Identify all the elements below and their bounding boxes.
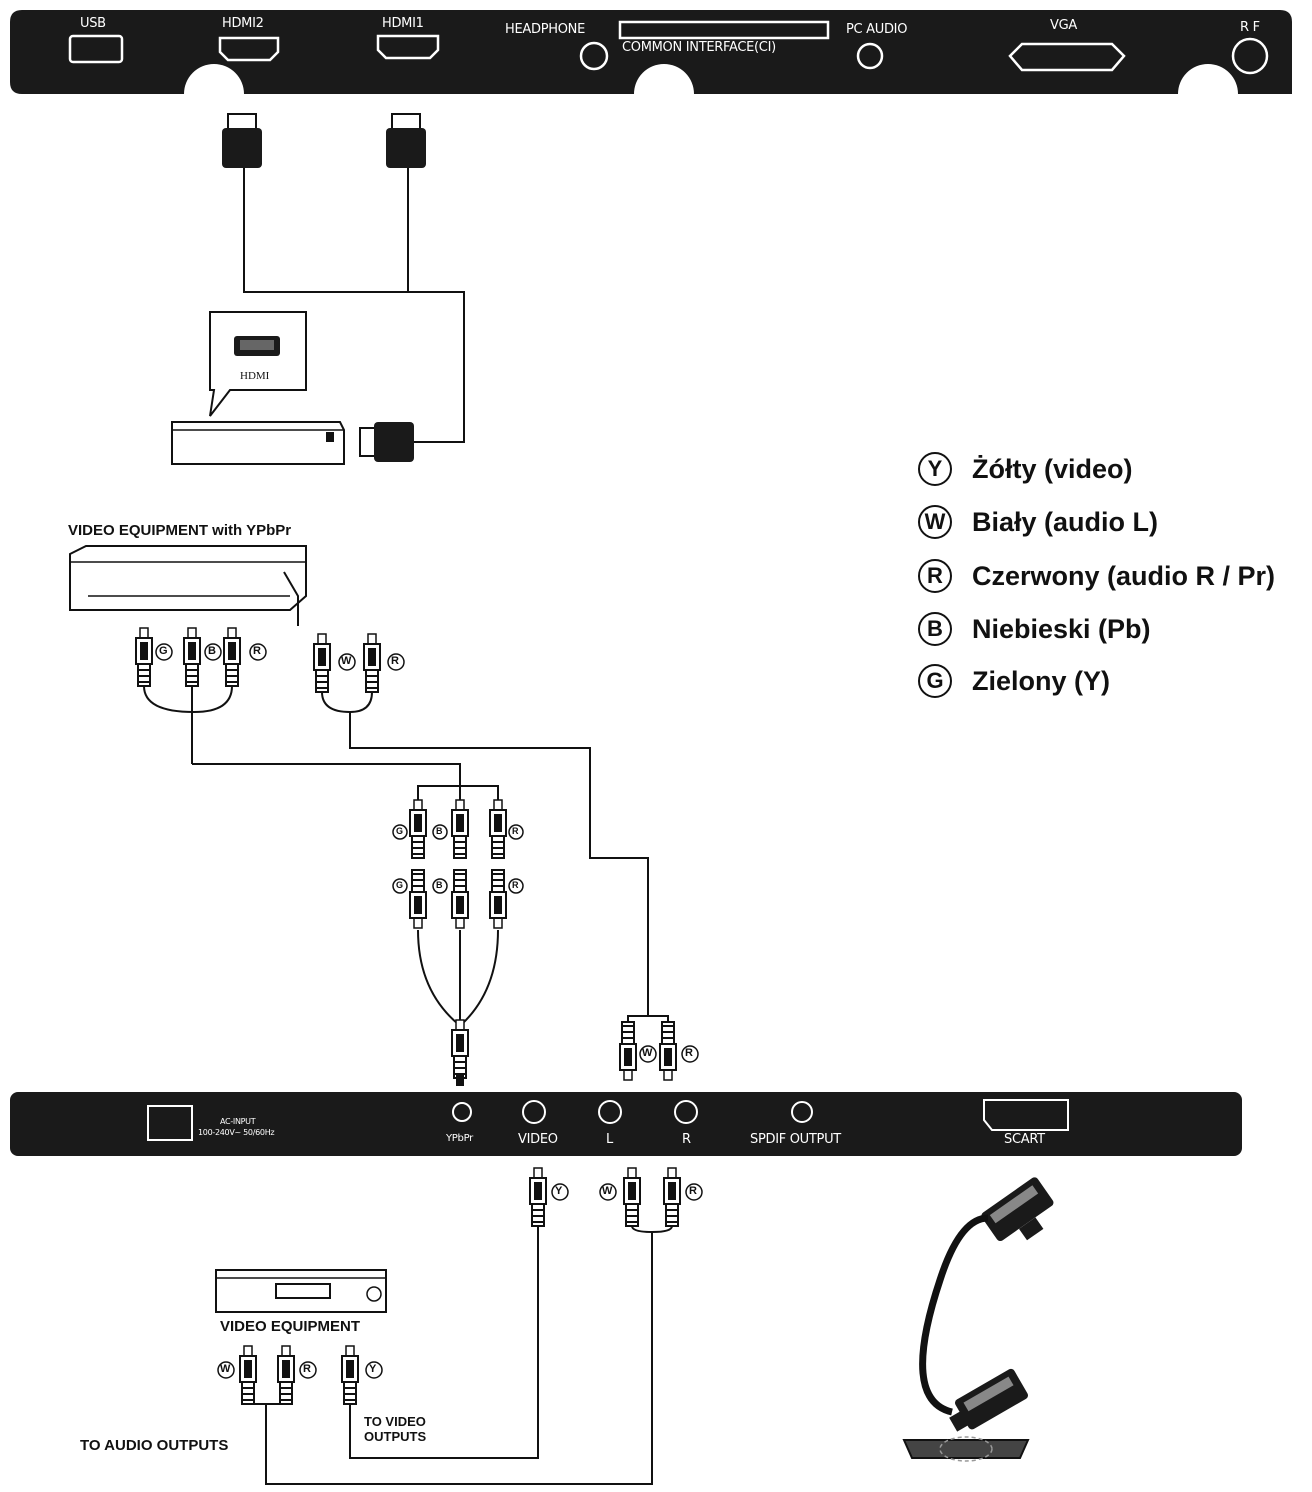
l-label: L: [606, 1132, 613, 1147]
mark-w: W: [341, 655, 352, 667]
hdmi1-port: [376, 34, 440, 60]
legend-marker-r: R: [918, 559, 952, 593]
ci-label: COMMON INTERFACE(CI): [622, 40, 776, 55]
legend-label-blue: Niebieski (Pb): [972, 613, 1151, 644]
scart-label: SCART: [1004, 1132, 1045, 1147]
video-equipment-title: VIDEO EQUIPMENT: [220, 1318, 361, 1335]
mark-w: W: [642, 1047, 653, 1059]
hdmi-callout-label: HDMI: [240, 370, 270, 382]
legend-item-yellow: Y Żółty (video): [918, 452, 1133, 486]
lower-av-plugs: [265, 1167, 681, 1485]
ypbpr-jack: [452, 1102, 472, 1122]
r-label: R: [682, 1132, 691, 1147]
hdmi2-port: [218, 36, 280, 62]
ypbpr-label: YPbPr: [446, 1133, 473, 1144]
ypbpr-equipment-title: VIDEO EQUIPMENT with YPbPr: [68, 522, 292, 539]
audio-input-plugs: [619, 1015, 677, 1081]
ac-input-socket: [147, 1105, 193, 1141]
mark-w: W: [220, 1363, 231, 1375]
pc-audio-jack: [856, 42, 884, 70]
legend-label-red: Czerwony (audio R / Pr): [972, 560, 1276, 591]
mark-b: B: [436, 826, 443, 836]
mark-g: G: [396, 826, 404, 836]
pc-audio-label: PC AUDIO: [846, 22, 908, 37]
scart-port: [983, 1099, 1069, 1131]
legend-item-green: G Zielony (Y): [918, 664, 1110, 698]
usb-port: [68, 34, 124, 64]
mark-g: G: [396, 880, 404, 890]
mark-b: B: [208, 645, 216, 657]
audio-l-jack: [598, 1100, 622, 1124]
legend-item-white: W Biały (audio L): [918, 505, 1158, 539]
to-video-outputs-line1: TO VIDEO: [364, 1414, 426, 1429]
legend-marker-w: W: [918, 505, 952, 539]
legend-marker-g: G: [918, 664, 952, 698]
mark-w: W: [602, 1185, 613, 1197]
headphone-label: HEADPHONE: [505, 22, 585, 37]
audio-r-jack: [674, 1100, 698, 1124]
component-adapter: [409, 785, 507, 1086]
hdmi2-label: HDMI2: [222, 16, 264, 31]
mark-r: R: [512, 880, 519, 890]
mark-g: G: [159, 645, 168, 657]
rf-jack: [1231, 37, 1269, 75]
bottom-connector-panel: [10, 1092, 1242, 1156]
video-jack: [522, 1100, 546, 1124]
mark-b: B: [436, 880, 443, 890]
legend-label-yellow: Żółty (video): [972, 453, 1133, 484]
spdif-label: SPDIF OUTPUT: [750, 1132, 841, 1147]
mark-r: R: [689, 1185, 697, 1197]
vga-label: VGA: [1050, 18, 1077, 33]
ypbpr-video-equipment: [69, 545, 307, 626]
headphone-jack: [579, 41, 609, 71]
vga-port: [1008, 42, 1126, 72]
legend-marker-y: Y: [918, 452, 952, 486]
ci-slot: [618, 20, 830, 40]
video-equipment-player: [215, 1269, 387, 1405]
top-connector-panel: [10, 10, 1292, 94]
mark-r: R: [391, 655, 399, 667]
hdmi-cables: [221, 113, 465, 462]
mark-r: R: [685, 1047, 693, 1059]
video-label: VIDEO: [518, 1132, 558, 1147]
to-audio-outputs-label: TO AUDIO OUTPUTS: [80, 1437, 229, 1454]
mark-r: R: [512, 826, 519, 836]
scart-cable: [902, 1177, 1054, 1462]
mark-r: R: [253, 645, 261, 657]
legend-label-white: Biały (audio L): [972, 506, 1159, 537]
ypbpr-component-plugs: [135, 627, 649, 1016]
ac-input-label: AC-INPUT: [220, 1117, 256, 1126]
hdmi1-label: HDMI1: [382, 16, 424, 31]
usb-label: USB: [80, 16, 106, 31]
spdif-jack: [791, 1101, 813, 1123]
hdmi-source-device: [171, 311, 345, 465]
ac-spec-label: 100-240V~ 50/60Hz: [198, 1128, 275, 1137]
mark-y: Y: [555, 1185, 563, 1197]
mark-y: Y: [369, 1363, 377, 1375]
legend-label-green: Zielony (Y): [972, 665, 1111, 696]
mark-r: R: [303, 1363, 311, 1375]
plug-color-marks: [155, 643, 703, 1379]
legend-item-blue: B Niebieski (Pb): [918, 612, 1151, 646]
rf-label: R F: [1240, 20, 1260, 35]
legend-marker-b: B: [918, 612, 952, 646]
to-video-outputs-line2: OUTPUTS: [364, 1429, 427, 1444]
legend-item-red: R Czerwony (audio R / Pr): [918, 559, 1275, 593]
